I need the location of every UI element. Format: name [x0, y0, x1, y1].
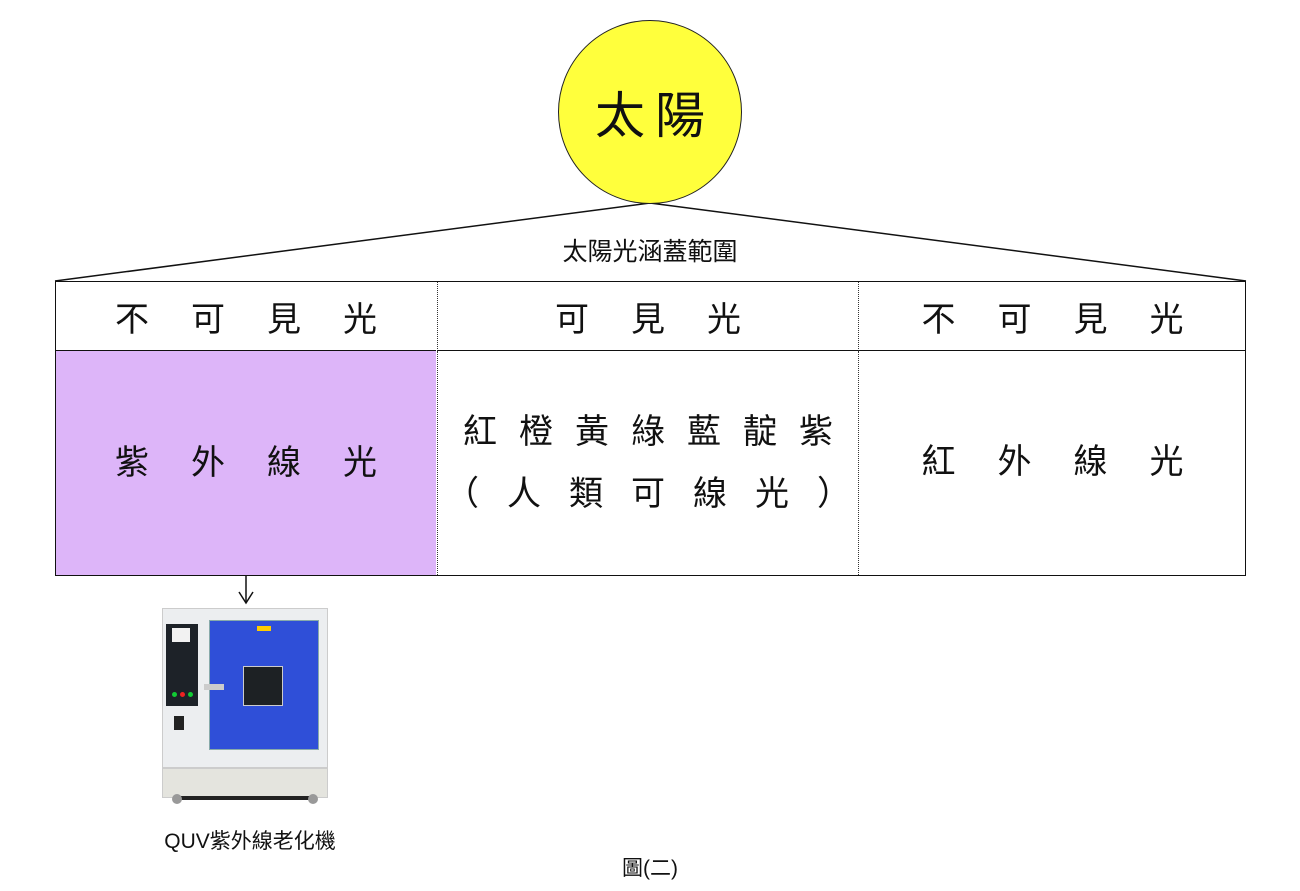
header-invisible-right: 不可見光 — [858, 282, 1246, 351]
arrow-head — [238, 591, 254, 605]
cell-ultraviolet: 紫外線光 — [56, 351, 436, 575]
sun-circle: 太陽 — [558, 20, 742, 204]
header-invisible-left: 不可見光 — [56, 282, 436, 351]
machine-caption: QUV紫外線老化機 — [164, 830, 336, 853]
door-window — [243, 666, 283, 706]
header-visible: 可見光 — [437, 282, 858, 351]
quv-machine-image — [162, 608, 328, 806]
figure-label: 圖(二) — [622, 857, 678, 880]
sun-label: 太陽 — [595, 88, 715, 144]
cell-visible-colors: 紅橙黃綠藍靛紫 （人類可線光） — [437, 351, 858, 575]
spectrum-table: 不可見光 可見光 不可見光 紫外線光 紅橙黃綠藍靛紫 （人類可線光） 紅外線光 — [55, 281, 1246, 576]
coverage-label: 太陽光涵蓋範圍 — [562, 238, 738, 266]
cell-infrared: 紅外線光 — [858, 351, 1246, 575]
